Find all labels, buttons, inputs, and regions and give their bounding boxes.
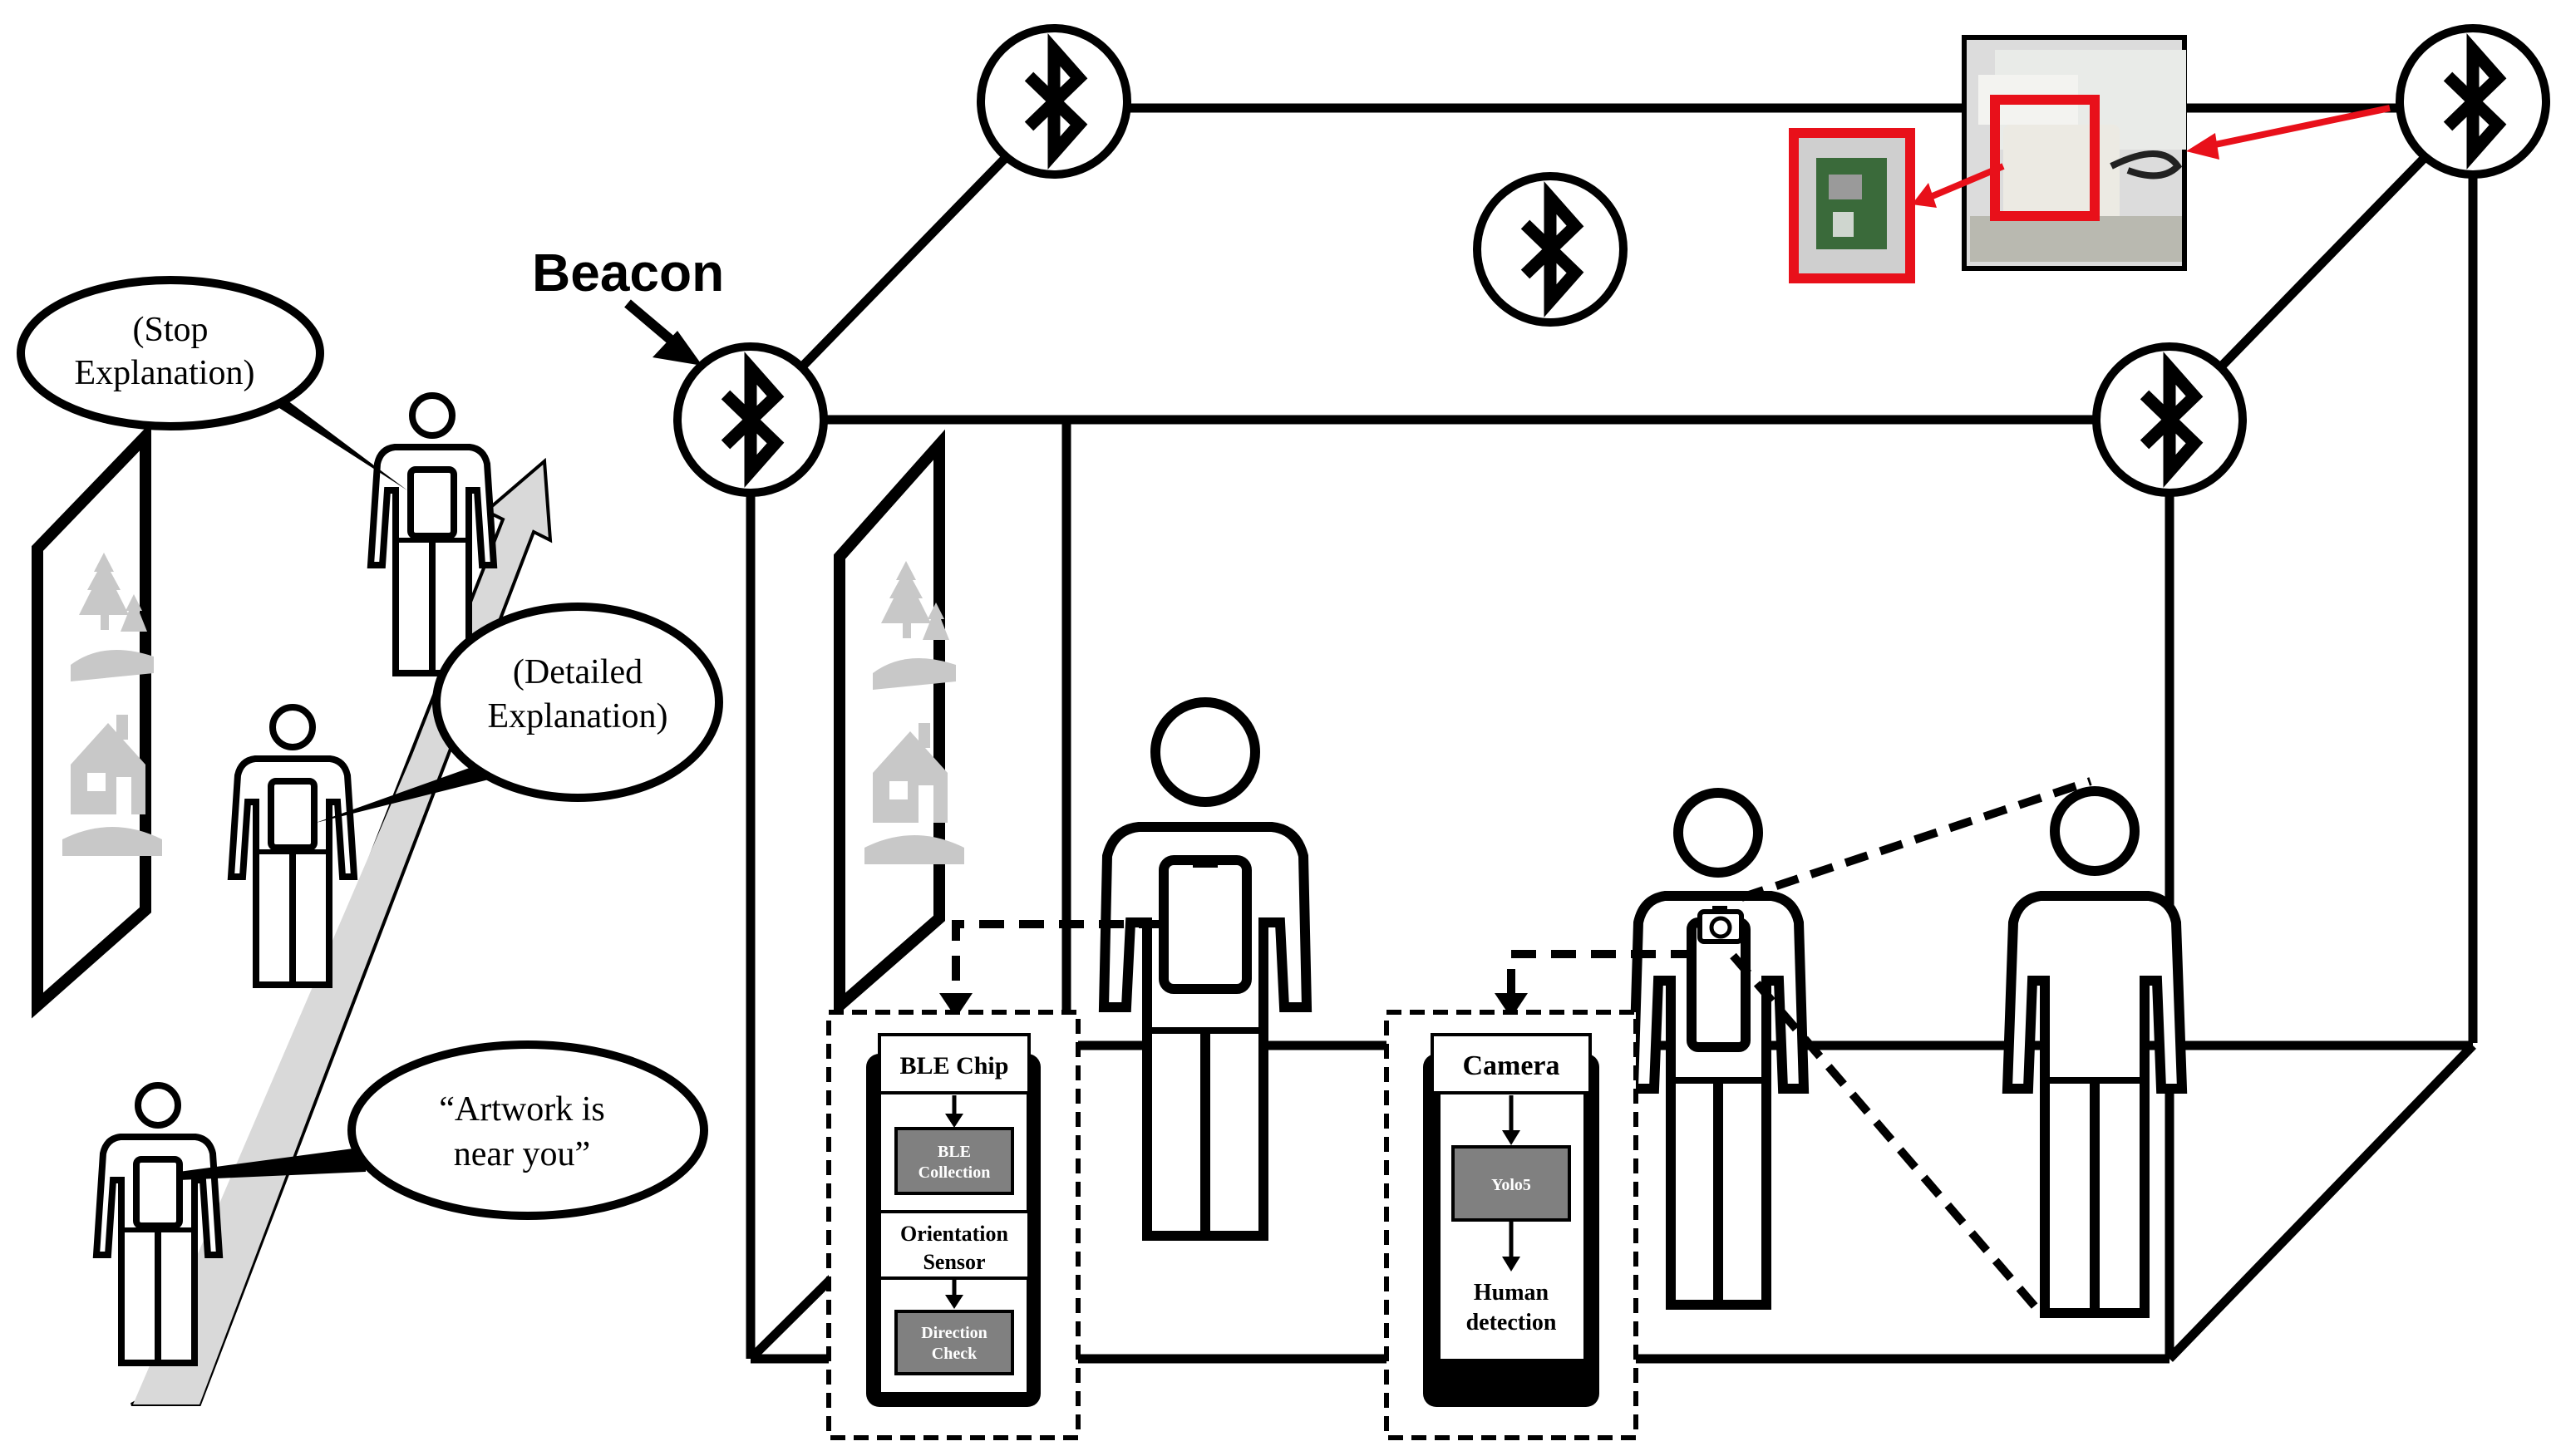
human-detection-line1: Human xyxy=(1474,1280,1549,1306)
visitor-person-bottom xyxy=(92,1082,224,1366)
camera-label: Camera xyxy=(1462,1050,1559,1081)
bubble-stop-line1: (Stop xyxy=(132,311,208,349)
beacon-pointer-arrow xyxy=(624,299,702,366)
visitor-person-with-phone xyxy=(1098,697,1313,1241)
raspberry-pi-photo xyxy=(1962,35,2187,271)
direction-line2: Check xyxy=(932,1345,978,1363)
picture-frame-icon xyxy=(834,429,964,1019)
visitor-person-middle xyxy=(227,704,358,988)
smartphone-icon xyxy=(268,778,318,851)
bluetooth-icon xyxy=(1477,176,1623,322)
ble-collection-line1: BLE xyxy=(938,1143,971,1161)
smartphone-icon xyxy=(407,466,457,539)
beacon-label: Beacon xyxy=(532,243,724,303)
speech-bubble-artwork: “Artwork is near you” xyxy=(179,1040,708,1220)
phone-processing-panel: BLE Chip BLE Collection Orientation Sens… xyxy=(826,1010,1081,1440)
bluetooth-icon xyxy=(2400,28,2546,175)
smartphone-icon xyxy=(1159,855,1252,994)
smartphone-icon xyxy=(133,1156,183,1229)
phone-connector xyxy=(939,920,1164,1018)
bubble-detailed-line2: Explanation) xyxy=(488,697,668,735)
ble-collection-line2: Collection xyxy=(919,1163,991,1182)
camera-icon xyxy=(1697,906,1744,944)
speech-bubble-detailed: (Detailed Explanation) xyxy=(316,603,723,823)
human-detection-line2: detection xyxy=(1466,1310,1557,1335)
raspberry-pi-board-photo xyxy=(1789,128,1915,283)
yolo-label: Yolo5 xyxy=(1491,1176,1531,1194)
ble-chip-label: BLE Chip xyxy=(900,1052,1009,1080)
camera-processing-panel: Camera Yolo5 Human detection xyxy=(1384,1010,1638,1440)
red-pointer-arrows xyxy=(1912,105,2391,208)
orientation-line1: Orientation xyxy=(900,1222,1009,1246)
visitor-person-detected xyxy=(2002,786,2188,1318)
picture-frame-icon xyxy=(32,421,162,1019)
bluetooth-icon xyxy=(981,28,1127,175)
bubble-stop-line2: Explanation) xyxy=(75,354,255,392)
visitor-person-top xyxy=(367,392,498,676)
direction-line1: Direction xyxy=(921,1324,987,1342)
visitor-person-with-camera xyxy=(1628,788,1810,1310)
bluetooth-icon xyxy=(677,347,824,493)
camera-field-of-view xyxy=(1730,777,2092,1316)
bubble-detailed-line1: (Detailed xyxy=(513,653,643,691)
bubble-artwork-line1: “Artwork is xyxy=(439,1090,604,1129)
orientation-line2: Sensor xyxy=(923,1250,985,1274)
speech-bubble-stop: (Stop Explanation) xyxy=(17,276,407,490)
bluetooth-icon xyxy=(2096,347,2243,493)
camera-connector xyxy=(1495,950,1696,1018)
bubble-artwork-line2: near you” xyxy=(454,1135,590,1173)
